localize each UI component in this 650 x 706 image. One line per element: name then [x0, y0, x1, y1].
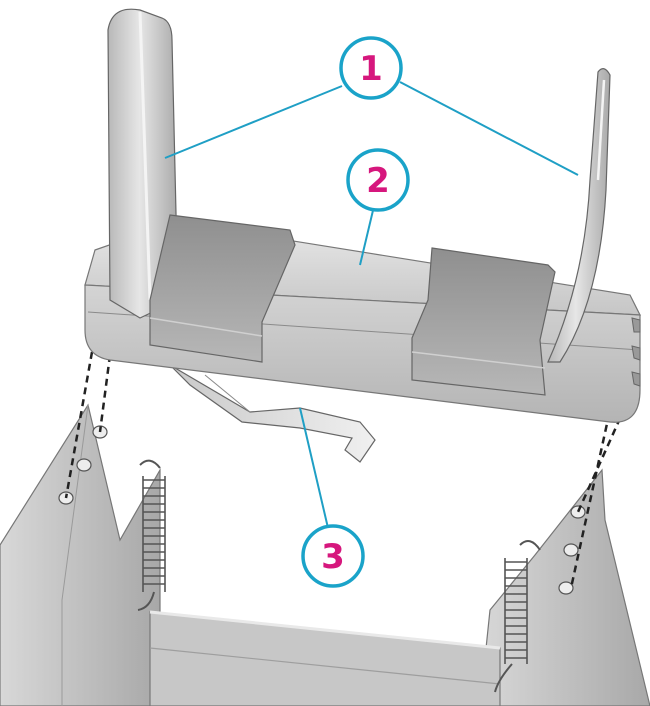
- callout-leaders: [164, 81, 579, 529]
- base-left-plate: [0, 403, 161, 706]
- left-clip: [149, 214, 296, 363]
- base-crossbar: [149, 611, 501, 706]
- callout-2: 2: [346, 148, 410, 212]
- guide-plate-right: [411, 68, 611, 396]
- callout-3: 3: [301, 524, 365, 588]
- callout-1-label: 1: [359, 49, 383, 89]
- callout-1: 1: [339, 36, 403, 100]
- pin-icon: [58, 425, 586, 595]
- guide-plate-left: [107, 8, 296, 363]
- hook-arm-part-3: [169, 364, 376, 463]
- alignment-dashes: [64, 351, 637, 589]
- base-frame: [0, 403, 650, 706]
- spring-icon: [137, 459, 541, 693]
- callout-3-label: 3: [321, 537, 345, 577]
- right-clip: [411, 247, 556, 396]
- callout-2-label: 2: [366, 161, 390, 201]
